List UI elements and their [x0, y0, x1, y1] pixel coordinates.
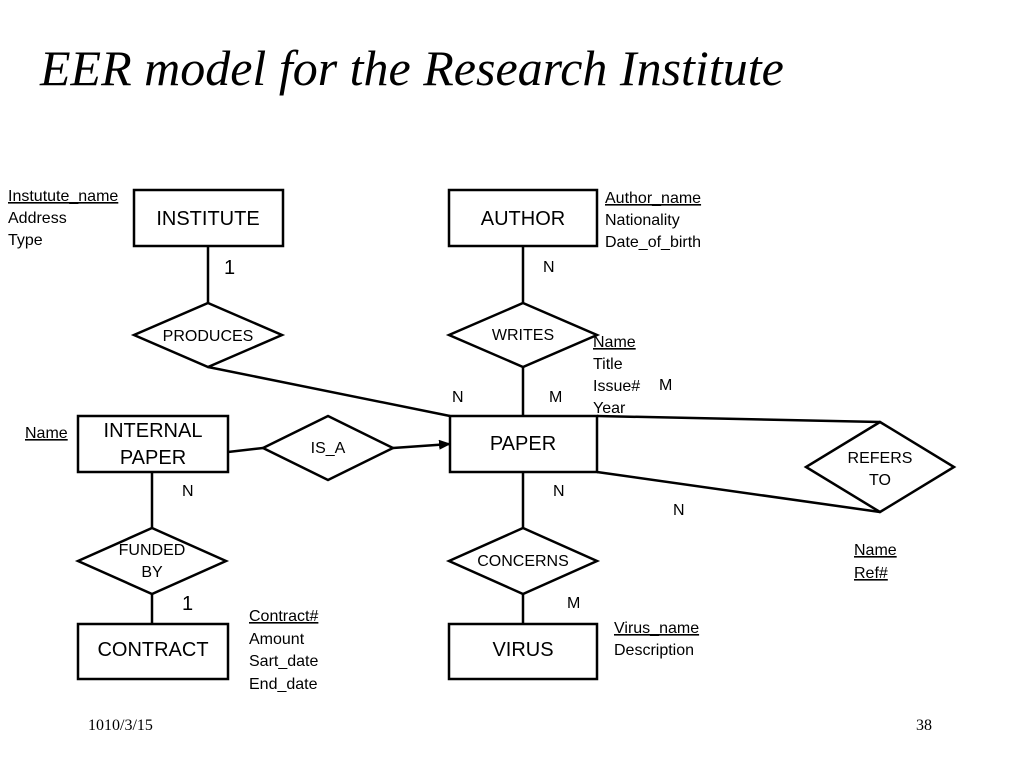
relationship-refers-to-label-line2: TO: [869, 472, 891, 489]
edge-produces-paper: [207, 365, 451, 418]
attr-contract-amount: Amount: [249, 631, 305, 648]
entity-paper-label: PAPER: [490, 433, 556, 455]
slide-title: EER model for the Research Institute: [40, 40, 784, 96]
relationship-produces-diamond: [130, 301, 286, 369]
attr-institute-address: Address: [8, 210, 67, 227]
relationship-funded-by-diamond: [74, 526, 230, 596]
entity-internal-paper-box: [76, 414, 230, 474]
attr-paper-name: Name: [593, 334, 636, 351]
entity-contract-label: CONTRACT: [97, 639, 208, 661]
card-paper-concerns: N: [553, 483, 565, 500]
card-refers-to-paper-top: M: [659, 377, 672, 394]
relationship-refers-to-label-line1: REFERS: [848, 450, 913, 467]
card-concerns-virus: M: [567, 595, 580, 612]
card-internal-paper-funded-by: N: [182, 483, 194, 500]
entity-paper-box: [448, 414, 599, 474]
card-writes-paper: M: [549, 389, 562, 406]
relationship-funded-by-label-line1: FUNDED: [119, 542, 186, 559]
entity-internal-paper-label-line2: PAPER: [120, 447, 186, 469]
entity-contract-box: [76, 622, 230, 681]
attr-institute-type: Type: [8, 232, 43, 249]
edge-is-a-paper-arrow: [392, 439, 451, 450]
card-funded-by-contract: 1: [182, 593, 193, 615]
attr-author-nationality: Nationality: [605, 212, 680, 229]
edge-paper-refers-to-bottom: [596, 470, 881, 514]
attr-institute-name: Instutute_name: [8, 188, 118, 205]
relationship-produces-label: PRODUCES: [163, 328, 254, 345]
entity-author-box: [447, 188, 599, 248]
attr-virus-description: Description: [614, 642, 694, 659]
attr-refers-to-name: Name: [854, 542, 897, 559]
entity-author-label: AUTHOR: [481, 208, 565, 230]
card-refers-to-paper-bottom: N: [673, 502, 685, 519]
entity-internal-paper-label-line1: INTERNAL: [104, 420, 203, 442]
card-institute-produces: 1: [224, 257, 235, 279]
attr-internal-paper-name: Name: [25, 425, 68, 442]
entity-virus-label: VIRUS: [492, 639, 553, 661]
attr-contract-number: Contract#: [249, 608, 318, 625]
relationship-refers-to-diamond: [803, 420, 957, 514]
footer-date: 1010/3/15: [88, 717, 153, 734]
footer-page-number: 38: [916, 717, 932, 734]
attr-contract-start-date: Sart_date: [249, 653, 318, 670]
attr-author-date-of-birth: Date_of_birth: [605, 234, 701, 251]
relationship-is-a-diamond: [260, 414, 396, 482]
attr-paper-issue: Issue#: [593, 378, 640, 395]
attr-author-name: Author_name: [605, 190, 701, 207]
entity-institute-label: INSTITUTE: [156, 208, 259, 230]
edge-paper-refers-to-top: [596, 414, 881, 424]
relationship-writes-diamond: [445, 301, 601, 369]
attr-paper-title: Title: [593, 356, 623, 373]
relationship-concerns-diamond: [445, 526, 601, 596]
attr-refers-to-ref: Ref#: [854, 565, 888, 582]
entity-virus-box: [447, 622, 599, 681]
relationship-concerns-label: CONCERNS: [477, 553, 569, 570]
attr-contract-end-date: End_date: [249, 676, 318, 693]
relationship-writes-label: WRITES: [492, 327, 554, 344]
card-produces-paper: N: [452, 389, 464, 406]
relationship-funded-by-label-line2: BY: [141, 564, 163, 581]
relationship-is-a-label: IS_A: [311, 440, 346, 457]
edge-internal-paper-is-a: [227, 446, 264, 454]
card-author-writes: N: [543, 259, 555, 276]
entity-institute-box: [132, 188, 285, 248]
attr-paper-year: Year: [593, 400, 626, 417]
attr-virus-name: Virus_name: [614, 620, 699, 637]
